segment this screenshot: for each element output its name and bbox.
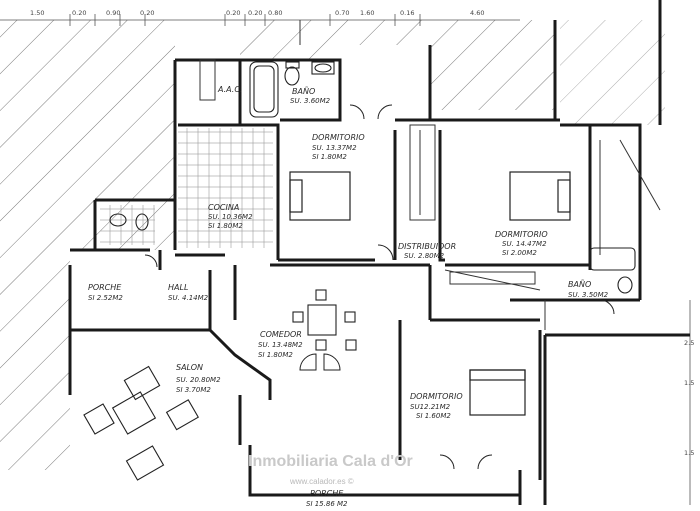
top-dimension-line	[0, 14, 520, 26]
door-swings	[144, 104, 615, 470]
dim-label: 1.5	[684, 449, 694, 457]
room-area: SU. 4.14M2	[168, 294, 209, 302]
room-area: SU. 10.36M2	[208, 213, 253, 221]
hatched-exterior	[0, 20, 665, 470]
dining-set	[292, 289, 357, 351]
walls	[68, 0, 690, 505]
dim-label: 0.20	[140, 9, 154, 17]
detail-lines	[199, 20, 661, 330]
room-labels: A.A.C. BAÑO SU. 3.60M2 DORMITORIO SU. 13…	[88, 85, 609, 508]
top-dimension-labels: 1.50 0.20 0.90 0.20 0.20 0.20 0.80 0.70 …	[30, 9, 484, 17]
room-area: SU. 2.80M2	[404, 252, 445, 260]
room-name: DORMITORIO	[495, 230, 548, 239]
room-area: SU. 13.48M2	[258, 341, 303, 349]
room-area: SU. 20.80M2	[176, 376, 221, 384]
room-name: DORMITORIO	[410, 392, 463, 401]
bathroom-fixtures	[109, 61, 636, 294]
room-name: DISTRIBUIDOR	[398, 242, 456, 251]
dim-label: 1.5	[684, 379, 694, 387]
room-area: SI 1.60M2	[416, 412, 451, 420]
dim-label: 0.90	[106, 9, 120, 17]
dim-label: 0.20	[72, 9, 86, 17]
room-name: COMEDOR	[260, 330, 302, 339]
dim-label: 4.60	[470, 9, 484, 17]
room-area: SI 2.00M2	[502, 249, 537, 257]
room-name: COCINA	[208, 203, 239, 212]
room-area: SI 15.86 M2	[306, 500, 348, 508]
room-name: DORMITORIO	[312, 133, 365, 142]
right-dimension-labels: 2.5 1.5 1.5	[684, 300, 694, 505]
room-area: SU. 3.50M2	[568, 291, 609, 299]
watermark: Inmobiliaria Cala d'Or www.calador.es ©	[248, 453, 413, 486]
room-area: SI 3.70M2	[176, 386, 211, 394]
room-area: SI 1.80M2	[258, 351, 293, 359]
dim-label: 0.80	[268, 9, 282, 17]
room-area: SI 2.52M2	[88, 294, 123, 302]
room-name: A.A.C.	[217, 85, 242, 94]
bath-tile-floor	[100, 205, 155, 245]
watermark-site: www.calador.es ©	[289, 477, 354, 486]
room-area: SI 1.80M2	[312, 153, 347, 161]
living-room-furniture	[83, 365, 200, 481]
dim-label: 0.20	[226, 9, 240, 17]
room-area: SU12.21M2	[410, 403, 451, 411]
room-name: HALL	[168, 283, 188, 292]
room-area: SU. 14.47M2	[502, 240, 547, 248]
dim-label: 2.5	[684, 339, 694, 347]
room-name: PORCHE	[310, 489, 344, 498]
dim-label: 0.16	[400, 9, 414, 17]
dim-label: 0.70	[335, 9, 349, 17]
room-area: SU. 3.60M2	[290, 97, 331, 105]
watermark-brand: Inmobiliaria Cala d'Or	[248, 453, 413, 470]
beds	[289, 171, 571, 416]
room-area: SU. 13.37M2	[312, 144, 357, 152]
room-name: BAÑO	[292, 86, 315, 96]
dim-label: 1.50	[30, 9, 44, 17]
room-area: SI 1.80M2	[208, 222, 243, 230]
kitchen-tile-floor	[178, 128, 273, 248]
room-name: SALON	[176, 363, 203, 372]
dim-label: 1.60	[360, 9, 374, 17]
room-name: PORCHE	[88, 283, 122, 292]
dim-label: 0.20	[248, 9, 262, 17]
room-name: BAÑO	[568, 279, 591, 289]
